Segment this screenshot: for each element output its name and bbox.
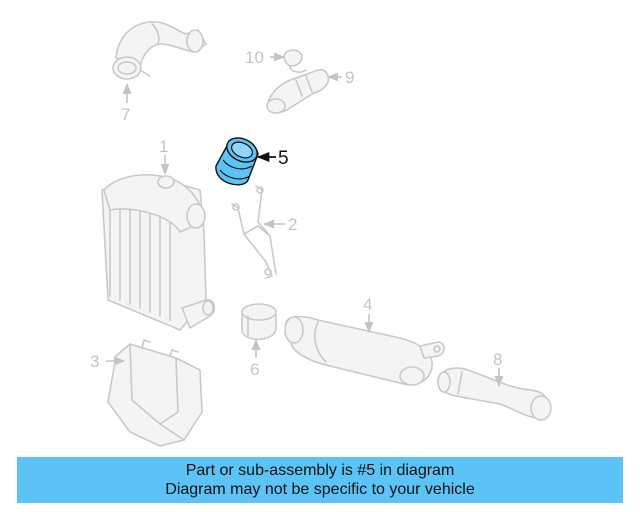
part-9-hose — [266, 68, 330, 114]
callout-5: 5 — [278, 148, 289, 169]
callout-4: 4 — [363, 295, 372, 314]
banner-line-2: Diagram may not be specific to your vehi… — [165, 481, 475, 498]
info-banner: Part or sub-assembly is #5 in diagram Di… — [17, 457, 623, 503]
callout-8: 8 — [493, 350, 502, 369]
parts-diagram: 7 10 9 5 1 — [90, 20, 552, 447]
banner-line-1: Part or sub-assembly is #5 in diagram — [185, 462, 455, 479]
part-1-intercooler — [101, 174, 216, 331]
part-10-clamp — [283, 49, 307, 73]
callout-1: 1 — [159, 137, 168, 156]
callout-7: 7 — [121, 105, 130, 124]
part-3-housing — [107, 339, 203, 447]
callout-10: 10 — [245, 48, 264, 67]
callout-9: 9 — [345, 68, 354, 87]
callout-6: 6 — [250, 360, 259, 379]
part-7-hose — [112, 20, 207, 80]
callout-3: 3 — [90, 352, 99, 371]
part-6-coupling — [241, 303, 277, 341]
part-2-bracket — [231, 185, 277, 279]
part-8-hose — [437, 367, 552, 421]
part-4-duct — [284, 315, 445, 386]
callout-2: 2 — [288, 215, 297, 234]
part-5-coupling-highlight — [215, 137, 259, 186]
